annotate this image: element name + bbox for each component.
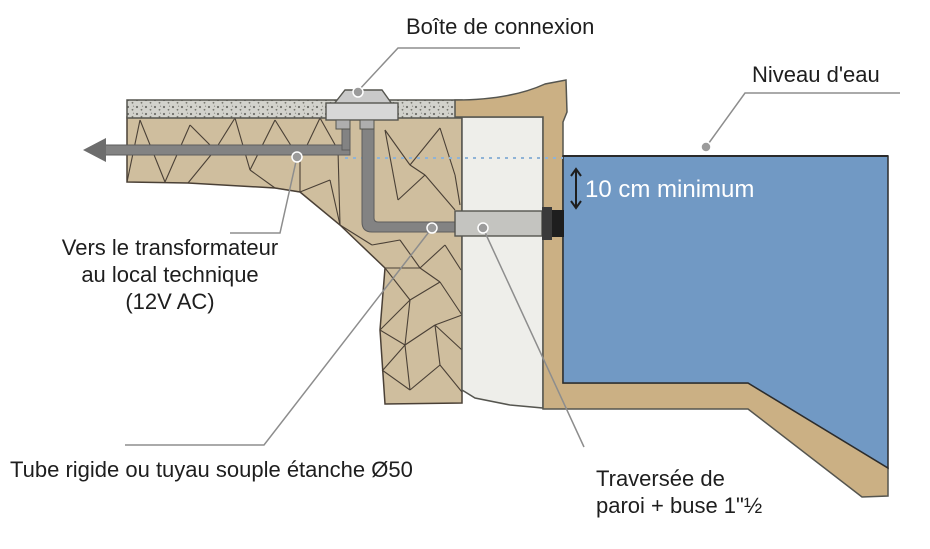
label-wall-passage: Traversée de paroi + buse 1"½ (596, 465, 762, 519)
leader-dots (291, 86, 712, 234)
concrete-wall (461, 116, 544, 409)
label-water-level: Niveau d'eau (752, 62, 880, 87)
label-min-depth: 10 cm minimum (585, 176, 755, 203)
leader-lines (125, 47, 900, 448)
wall-passage-sleeve (454, 210, 543, 237)
label-junction-box: Boîte de connexion (406, 14, 595, 39)
light-nozzle-face (552, 210, 564, 237)
pool-shell (454, 79, 889, 498)
coping (126, 99, 463, 119)
conduit-pipe-left-leg (341, 127, 351, 151)
label-to-transformer-line-3: (12V AC) (125, 289, 215, 314)
label-to-transformer: Vers le transformateur au local techniqu… (40, 234, 300, 315)
label-to-transformer-line-1: Vers le transformateur (61, 235, 279, 260)
label-wall-passage-line-1: Traversée de (596, 466, 725, 491)
junction-box (325, 89, 399, 130)
light-nozzle (542, 207, 552, 240)
arrow-left-icon (83, 138, 106, 162)
label-wall-passage-line-2: paroi + buse 1"½ (596, 493, 763, 518)
label-tube: Tube rigide ou tuyau souple étanche Ø50 (10, 457, 413, 482)
vertical-double-arrow-icon (570, 167, 582, 210)
cable-pipe (99, 144, 351, 156)
label-to-transformer-line-2: au local technique (81, 262, 259, 287)
